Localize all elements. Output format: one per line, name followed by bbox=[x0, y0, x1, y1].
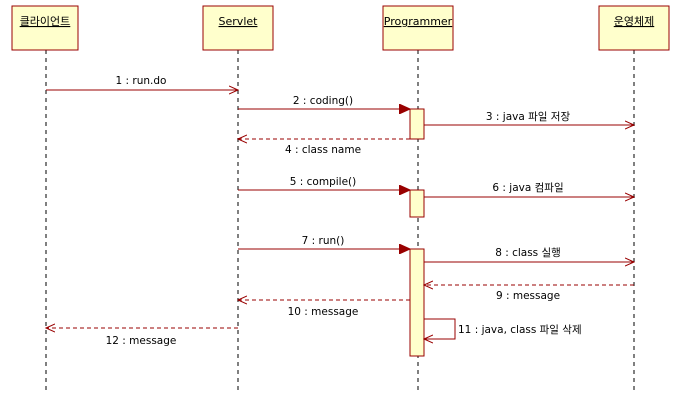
object-os[interactable]: 운영체제 bbox=[598, 5, 670, 51]
message-2-label: 2 : coding() bbox=[293, 95, 353, 107]
activation-bar-coding bbox=[409, 108, 425, 140]
message-12-label: 12 : message bbox=[106, 335, 177, 347]
object-client-label: 클라이언트 bbox=[20, 15, 71, 28]
message-10-label: 10 : message bbox=[288, 306, 359, 318]
message-11-arrow bbox=[424, 318, 456, 339]
message-3-label: 3 : java 파일 저장 bbox=[486, 110, 571, 123]
activation-bar-run bbox=[409, 248, 425, 357]
message-9-label: 9 : message bbox=[496, 290, 560, 302]
object-servlet-label: Servlet bbox=[219, 15, 259, 28]
activation-bar-compile bbox=[409, 189, 425, 218]
object-os-label: 운영체제 bbox=[614, 15, 654, 28]
message-1-label: 1 : run.do bbox=[116, 75, 167, 87]
message-7-label: 7 : run() bbox=[302, 235, 345, 247]
object-client[interactable]: 클라이언트 bbox=[11, 5, 79, 51]
message-11-label: 11 : java, class 파일 삭제 bbox=[458, 323, 582, 336]
object-servlet[interactable]: Servlet bbox=[202, 5, 274, 51]
message-6-label: 6 : java 컴파일 bbox=[492, 181, 563, 194]
object-programmer[interactable]: Programmer bbox=[382, 5, 454, 51]
message-4-label: 4 : class name bbox=[285, 144, 361, 156]
object-programmer-label: Programmer bbox=[384, 15, 453, 28]
message-5-label: 5 : compile() bbox=[290, 176, 356, 188]
message-8-label: 8 : class 실행 bbox=[495, 247, 561, 259]
